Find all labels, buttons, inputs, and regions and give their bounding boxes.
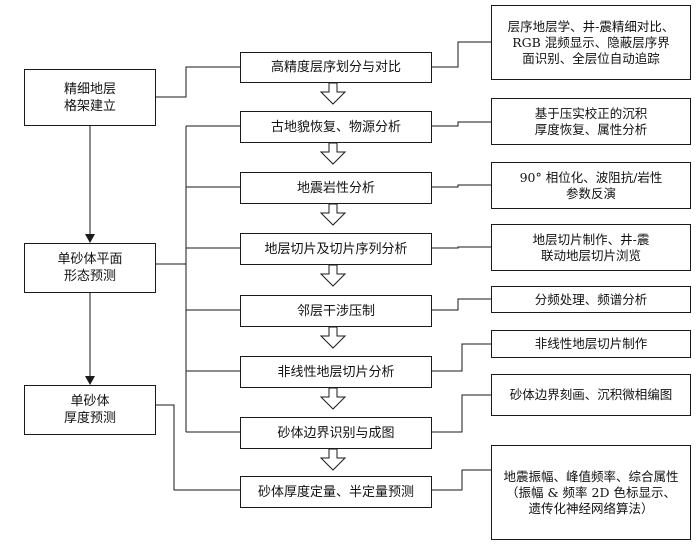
step-box-8: 砂体厚度定量、半定量预测 <box>240 476 432 508</box>
note-box-5: 分频处理、频谱分析 <box>491 286 691 313</box>
note-text: 分频处理、频谱分析 <box>534 291 648 307</box>
stage-label: 精细地层 格架建立 <box>63 81 116 114</box>
note-box-1: 层序地层学、井-震精细对比、 RGB 混频显示、隐蔽层序界 面识别、全层位自动追… <box>491 5 691 80</box>
down-arrow-4 <box>319 264 347 287</box>
step-label: 砂体边界识别与成图 <box>277 425 395 441</box>
note-text: 砂体边界刻画、沉积微相编图 <box>509 387 673 402</box>
down-arrow-2 <box>319 142 347 165</box>
note-box-2: 基于压实校正的沉积 厚度恢复、属性分析 <box>491 98 691 145</box>
stage-label: 单砂体平面 形态预测 <box>57 252 123 284</box>
note-box-6: 非线性地层切片制作 <box>491 330 691 358</box>
step-label: 砂体厚度定量、半定量预测 <box>257 484 414 500</box>
stage-box-framework: 精细地层 格架建立 <box>24 69 156 126</box>
connector-step7-note7 <box>432 394 491 433</box>
down-arrow-1 <box>319 82 347 105</box>
step-box-7: 砂体边界识别与成图 <box>240 417 432 449</box>
step-box-6: 非线性地层切片分析 <box>240 356 432 388</box>
connector-step5-note5 <box>432 298 491 311</box>
note-text: 层序地层学、井-震精细对比、 RGB 混频显示、隐蔽层序界 面识别、全层位自动追… <box>507 18 675 66</box>
note-text: 基于压实校正的沉积 厚度恢复、属性分析 <box>534 105 648 137</box>
note-text: 90° 相位化、波阻抗/岩性 参数反演 <box>519 169 663 201</box>
arrowhead-stage3 <box>85 376 95 385</box>
note-text: 非线性地层切片制作 <box>534 336 648 351</box>
step-label: 地层切片及切片序列分析 <box>264 241 408 257</box>
note-box-3: 90° 相位化、波阻抗/岩性 参数反演 <box>491 162 691 209</box>
arrowhead-stage2 <box>85 234 95 243</box>
step-label: 地震岩性分析 <box>296 180 375 196</box>
step-label: 非线性地层切片分析 <box>277 364 395 380</box>
note-box-8: 地震振幅、峰值频率、综合属性 （振幅 & 频率 2D 色标显示、 遗传化神经网络… <box>491 445 691 540</box>
connector-step3-note3 <box>432 184 491 188</box>
connector-step2-note2 <box>432 121 491 127</box>
step-box-5: 邻层干涉压制 <box>240 295 432 327</box>
stage-box-planform: 单砂体平面 形态预测 <box>24 243 156 293</box>
connector-step1-note1 <box>432 41 491 68</box>
step-box-3: 地震岩性分析 <box>240 172 432 204</box>
step-box-1: 高精度层序划分与对比 <box>240 52 432 83</box>
stage-label: 单砂体 厚度预测 <box>63 394 116 426</box>
down-arrow-7 <box>319 448 347 471</box>
stage-box-thickness: 单砂体 厚度预测 <box>24 385 156 435</box>
connector-step6-note6 <box>432 343 491 372</box>
connector-stage3-to-step8 <box>156 404 240 491</box>
note-box-4: 地层切片制作、井-震 联动地层切片浏览 <box>491 224 691 271</box>
connector-stage1-to-step1 <box>156 66 240 98</box>
step-label: 高精度层序划分与对比 <box>270 60 401 75</box>
note-box-7: 砂体边界刻画、沉积微相编图 <box>491 374 691 416</box>
note-text: 地层切片制作、井-震 联动地层切片浏览 <box>532 231 650 263</box>
connector-step4-note4 <box>432 246 491 249</box>
down-arrow-6 <box>319 387 347 410</box>
step-label: 邻层干涉压制 <box>296 303 375 319</box>
step-label: 古地貌恢复、物源分析 <box>270 119 401 135</box>
down-arrow-3 <box>319 203 347 226</box>
step-box-2: 古地貌恢复、物源分析 <box>240 111 432 143</box>
connector-step8-note8 <box>432 469 491 491</box>
note-text: 地震振幅、峰值频率、综合属性 （振幅 & 频率 2D 色标显示、 遗传化神经网络… <box>503 468 679 516</box>
step-box-4: 地层切片及切片序列分析 <box>240 233 432 265</box>
down-arrow-5 <box>319 326 347 349</box>
